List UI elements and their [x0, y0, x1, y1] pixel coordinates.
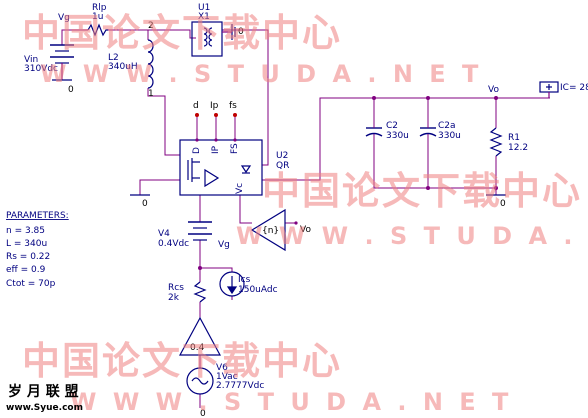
parameter-item: n = 3.85 [6, 226, 45, 236]
wires [61, 29, 550, 408]
bottom-junction-r1 [494, 186, 498, 190]
vo-node-label: Vo [488, 85, 499, 95]
ic-initial-condition[interactable] [539, 81, 559, 98]
rlp-name: Rlp [92, 3, 107, 13]
u2-pin-ip-label: Ip [210, 101, 219, 111]
v4-name: V4 [158, 229, 170, 239]
r1-name: R1 [508, 133, 520, 143]
gain-block[interactable] [250, 208, 286, 252]
rlp-value: 1u [92, 12, 103, 22]
parameters-block: PARAMETERS: n = 3.85 L = 340u Rs = 0.22 … [6, 211, 69, 289]
l2-value: 340uH [108, 62, 138, 72]
watermark-en-top: W W W . S T U D A . N E T [40, 60, 482, 88]
c2-value: 330u [386, 131, 409, 141]
watermark-cn-mid: 中国论文下载中心 [262, 169, 582, 213]
logo-url: www.Syue.com [6, 403, 83, 413]
l2-name: L2 [108, 53, 119, 63]
u1-name: U1 [198, 3, 210, 13]
gain-block-input: Vo [300, 225, 311, 235]
gain-input-dot [294, 221, 298, 225]
u2-pin-d-label: d [193, 101, 199, 111]
u2-pin-ip-inner: IP [211, 145, 221, 154]
c2a-capacitor[interactable] [419, 120, 437, 158]
vin-node-label: Vg [58, 13, 70, 23]
v4-value: 0.4Vdc [158, 239, 189, 249]
u2-pin-fs-inner: FS [230, 143, 240, 154]
u2-name: U2 [276, 151, 288, 161]
watermark-cn-bottom: 中国论文下载中心 [22, 339, 342, 383]
parameter-item: Ctot = 70p [6, 279, 56, 289]
watermark-cn-top: 中国论文下载中心 [22, 11, 342, 55]
u1-gnd-label: 0 [238, 27, 244, 37]
watermark-layer: 中国论文下载中心 W W W . S T U D A . N E T 中国论文下… [22, 11, 588, 416]
u2-pin-vc-inner: Vc [235, 183, 245, 194]
v4-node-label: Vg [218, 240, 230, 250]
c2-name: C2 [386, 121, 398, 131]
v4-source[interactable] [188, 221, 212, 241]
rcs-name: Rcs [168, 283, 184, 293]
c2a-name: C2a [438, 121, 456, 131]
c2a-value: 330u [438, 131, 461, 141]
l2-inductor[interactable] [147, 39, 154, 89]
parameters-title: PARAMETERS: [6, 211, 69, 221]
c2-capacitor[interactable] [365, 120, 383, 158]
r1-resistor[interactable] [489, 127, 503, 157]
logo-cn: 岁 月 联 盟 [8, 383, 79, 400]
buffer-label: 0.4 [190, 343, 205, 353]
v6-dc: 2.7777Vdc [216, 381, 264, 391]
v6-name: V6 [216, 363, 228, 373]
l2-pin-bottom: 1 [148, 89, 154, 99]
u2-part: QR [276, 161, 289, 171]
vin-name: Vin [24, 55, 38, 65]
u2-qr-controller[interactable] [179, 138, 263, 196]
u2-pin-fs-dot [233, 113, 237, 117]
u2-gnd-label: 0 [142, 199, 148, 209]
parameter-item: eff = 0.9 [6, 265, 46, 275]
r1-junction [494, 96, 498, 100]
l2-pin-top: 2 [148, 21, 154, 31]
u2-pin-fs-label: fs [229, 101, 237, 111]
u1-part: X1 [198, 12, 210, 22]
gain-block-label: {n} [262, 226, 279, 236]
vin-gnd-label: 0 [68, 85, 74, 95]
vin-value: 310Vdc [24, 64, 58, 74]
buffer-triangle[interactable] [178, 316, 222, 356]
rlp-resistor[interactable] [87, 23, 108, 37]
site-logo: 岁 月 联 盟 www.Syue.com [6, 383, 83, 413]
c2-junction [372, 96, 376, 100]
watermark-en-bottom: W W W . S T U D A . N E T [70, 388, 512, 416]
watermark-en-mid: W W W . S T U D A . N E T [236, 222, 588, 250]
parameter-item: Rs = 0.22 [6, 252, 50, 262]
u2-pin-d-inner: D [192, 147, 202, 154]
c2a-junction [426, 96, 430, 100]
u2-pin-ip-dot [214, 113, 218, 117]
vin-source[interactable] [50, 44, 74, 81]
r1-gnd-label: 0 [500, 199, 506, 209]
v6-ac: 1Vac [216, 372, 238, 382]
u1-transformer[interactable] [191, 21, 236, 57]
v6-gnd-label: 0 [200, 409, 206, 418]
rcs-value: 2k [168, 293, 180, 303]
rcs-junction [198, 266, 202, 270]
r1-value: 12.2 [508, 143, 528, 153]
ics-current-source[interactable] [219, 271, 245, 297]
ic-value: IC= 28 [560, 83, 588, 93]
parameter-item: L = 340u [6, 239, 47, 249]
u2-pin-d-dot [195, 113, 199, 117]
v6-ac-source[interactable] [186, 367, 214, 395]
bottom-junction [426, 186, 430, 190]
ics-name: Ics [238, 275, 251, 285]
ics-value: 150uAdc [238, 285, 278, 295]
rcs-resistor[interactable] [193, 281, 207, 303]
